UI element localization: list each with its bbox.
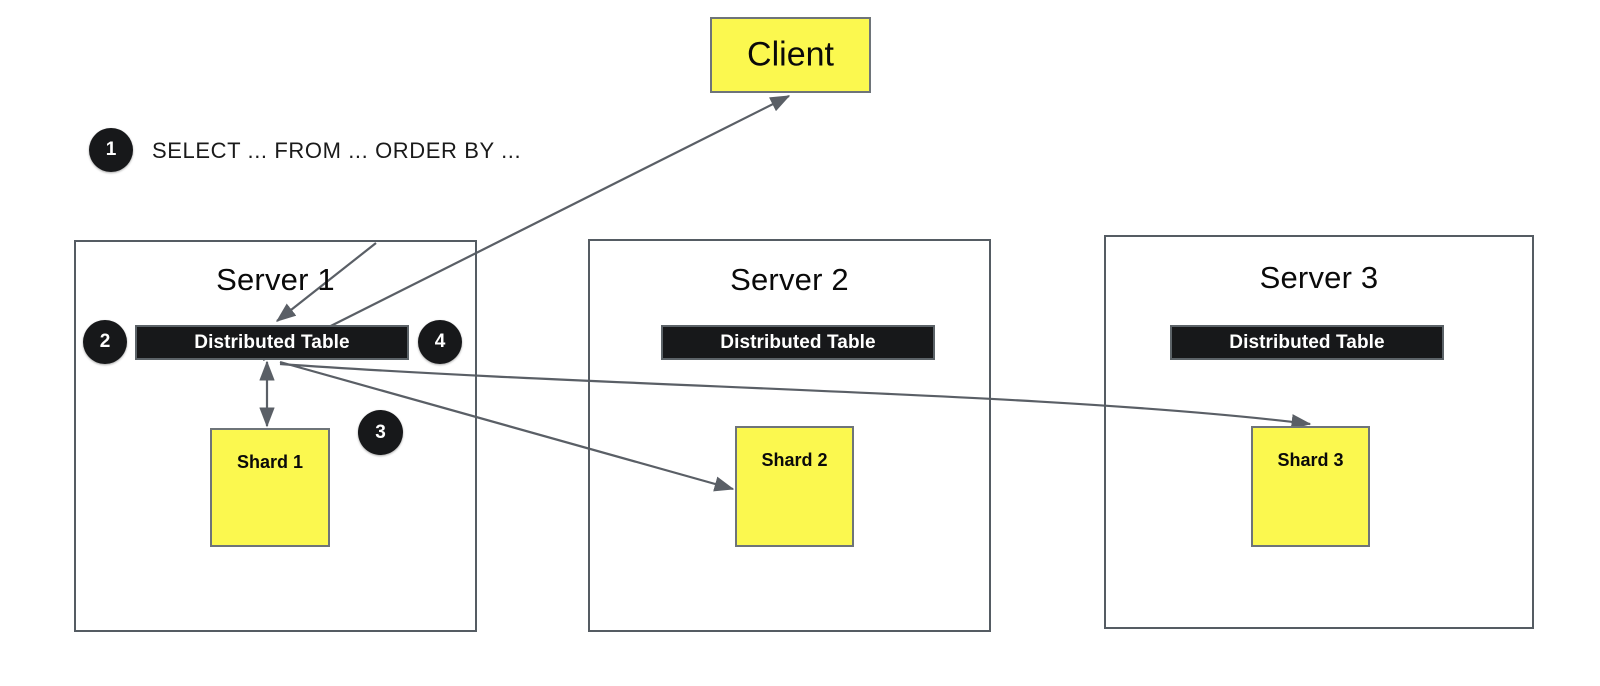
shard-3-label: Shard 3 [1277,450,1344,470]
step-badge-1-number: 1 [105,139,117,160]
distributed-table-2[interactable]: Distributed Table [661,325,935,360]
shard-1-label: Shard 1 [236,452,304,472]
distributed-table-1-label: Distributed Table [194,331,350,353]
step-badge-4-number: 4 [434,331,446,352]
step-badge-4: 4 [418,320,462,364]
client-label: Client [747,35,834,74]
shard-box-3[interactable]: Shard 3 [1251,426,1370,547]
shard-box-2[interactable]: Shard 2 [735,426,854,547]
server-box-3 [1104,235,1534,629]
distributed-table-2-label: Distributed Table [720,331,876,353]
distributed-table-1[interactable]: Distributed Table [135,325,409,360]
step-1-caption: SELECT ... FROM ... ORDER BY ... [152,138,522,163]
shard-box-1[interactable]: Shard 1 [210,428,330,547]
distributed-table-3[interactable]: Distributed Table [1170,325,1444,360]
server-title-3: Server 3 [1259,260,1379,295]
step-badge-2: 2 [83,320,127,364]
shard-2-label: Shard 2 [761,450,828,470]
server-title-1: Server 1 [216,262,335,297]
client-box[interactable]: Client [710,17,871,93]
server-title-2: Server 2 [730,262,849,297]
server-box-2 [588,239,991,632]
server-box-1 [74,240,477,632]
step-badge-2-number: 2 [99,331,111,352]
step-badge-1: 1 [89,128,133,172]
step-badge-3: 3 [358,410,403,455]
distributed-table-3-label: Distributed Table [1229,331,1385,353]
step-badge-3-number: 3 [375,421,386,443]
